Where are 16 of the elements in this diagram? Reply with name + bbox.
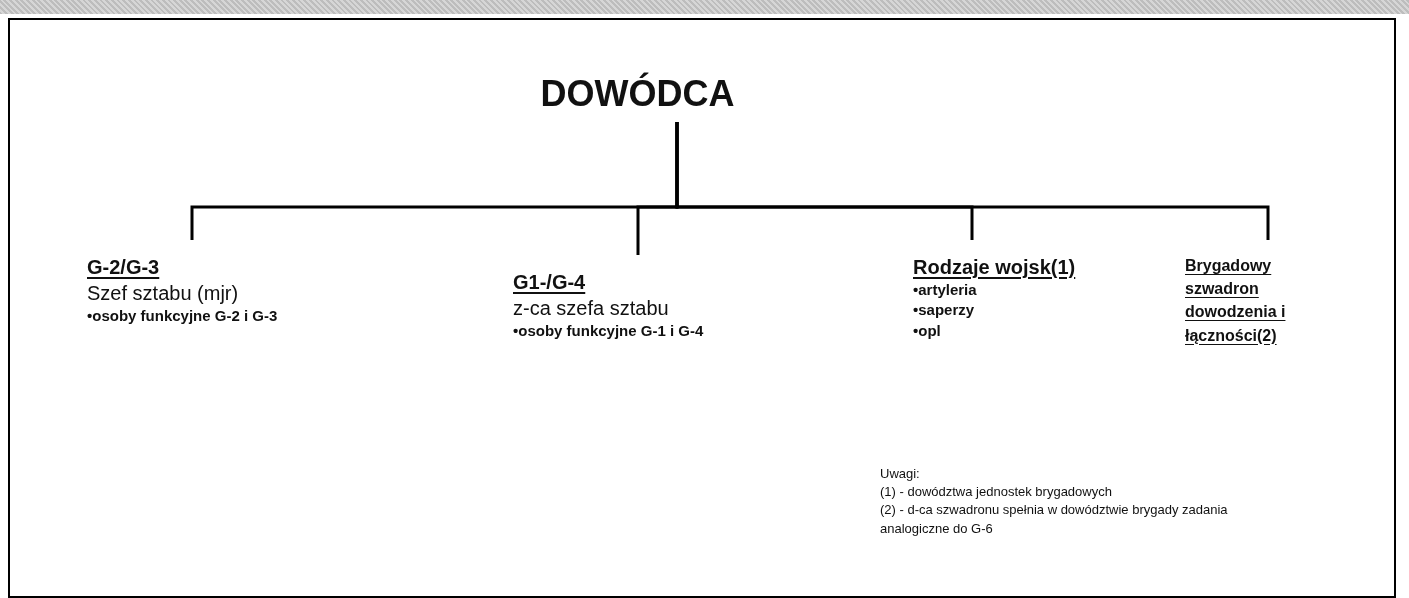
org-chart-connector (675, 122, 1270, 240)
unit-heading: G-2/G-3 (87, 255, 161, 280)
unit-detail: Szef sztabu (mjr) (87, 281, 240, 306)
unit-heading: G1-/G-4 (513, 270, 587, 295)
unit-detail: •opl (913, 320, 942, 341)
footnote-text: Uwagi: (880, 465, 921, 483)
unit-heading: Rodzaje wojsk(1) (913, 255, 1077, 280)
unit-detail: z-ca szefa sztabu (513, 296, 670, 321)
footnote-text: (2) - d-ca szwadronu spełnia w dowództwie brygady zadania analogiczne do G-6 (880, 501, 1229, 538)
unit-detail: •artyleria (913, 280, 978, 300)
unit-detail: •osoby funkcyjne G-1 i G-4 (513, 321, 705, 341)
unit-heading: DOWÓDCA (540, 72, 735, 116)
unit-detail: •saperzy (913, 300, 976, 321)
footnote-text: (1) - dowództwa jednostek brygadowych (880, 483, 1113, 502)
unit-detail: •osoby funkcyjne G-2 i G-3 (87, 306, 279, 326)
unit-heading: Brygadowy szwadron dowodzenia i łączności(2) (1185, 256, 1287, 346)
